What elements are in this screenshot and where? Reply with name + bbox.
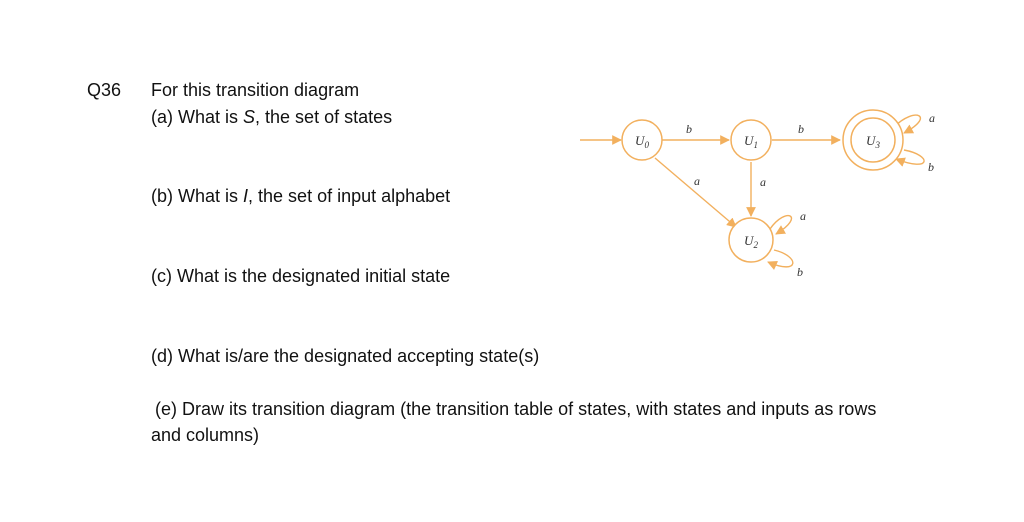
loop-u2-a [769, 214, 793, 235]
svg-text:U3: U3 [866, 133, 880, 150]
loop-u3-b [895, 149, 925, 167]
svg-text:U1: U1 [744, 133, 758, 150]
edge-u0-u2 [654, 157, 737, 228]
svg-text:U0: U0 [635, 133, 649, 150]
state-u1-base: U [744, 133, 755, 148]
state-u3-sub: 3 [874, 140, 880, 150]
state-u1: U1 [730, 119, 772, 161]
part-e-line1: (e) Draw its transition diagram (the tra… [155, 399, 877, 419]
state-u2-sub: 2 [753, 240, 758, 250]
part-b-suffix: , the set of input alphabet [248, 186, 451, 206]
part-b-prefix: (b) What is [151, 186, 244, 206]
edge-label-u1-u3: b [798, 122, 804, 136]
state-u1-sub: 1 [753, 140, 758, 150]
part-a-suffix: , the set of states [255, 107, 393, 127]
loop-label-u3-a: a [929, 111, 935, 125]
loop-u2-b [767, 249, 794, 271]
part-a-prefix: (a) What is [151, 107, 244, 127]
edge-label-u1-u2: a [760, 175, 766, 189]
state-u0: U0 [621, 119, 663, 161]
edge-label-u0-u2: a [694, 174, 700, 188]
state-u3-accepting: U3 [842, 109, 904, 171]
question-number: Q36 [87, 80, 122, 100]
question-intro: For this transition diagram [151, 80, 360, 100]
state-u2-base: U [744, 233, 755, 248]
loop-u3-a [893, 114, 922, 134]
part-c: (c) What is the designated initial state [151, 266, 451, 286]
part-d: (d) What is/are the designated accepting… [151, 346, 540, 366]
edge-label-u0-u1: b [686, 122, 692, 136]
loop-label-u3-b: b [928, 160, 934, 174]
part-b-var: I [243, 186, 249, 206]
part-a: (a) What is S, the set of states [151, 107, 392, 128]
part-e-line2: and columns) [151, 425, 260, 445]
loop-label-u2-a: a [800, 209, 806, 223]
part-b: (b) What is I, the set of input alphabet [151, 186, 450, 207]
state-u2: U2 [728, 217, 774, 263]
state-u3-base: U [866, 133, 877, 148]
state-u0-sub: 0 [644, 140, 649, 150]
loop-label-u2-b: b [797, 265, 803, 279]
svg-text:U2: U2 [744, 233, 758, 250]
part-a-var: S [243, 107, 256, 127]
state-u0-base: U [635, 133, 646, 148]
